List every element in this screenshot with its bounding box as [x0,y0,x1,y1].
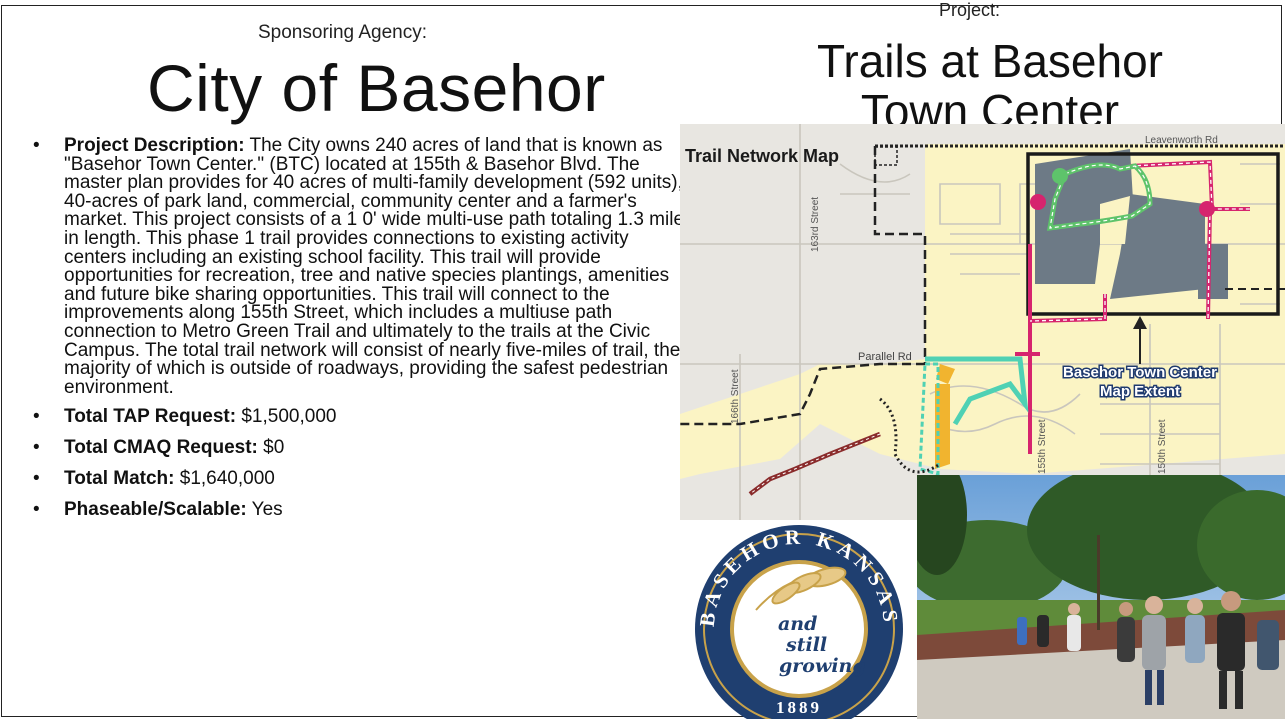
seal-motto-line2: still [785,634,827,656]
seal-motto-line3: growing [779,655,866,677]
bullet-total-match: Total Match: $1,640,000 [33,468,695,490]
bullet-text: The City owns 240 acres of land that is … [64,135,694,398]
bullet-project-description: Project Description: The City owns 240 a… [33,135,695,398]
bullet-label: Total Match: [64,468,175,490]
map-title-icon [874,146,898,166]
bullet-cmaq-request: Total CMAQ Request: $0 [33,437,695,459]
bullet-phaseable: Phaseable/Scalable: Yes [33,499,695,521]
bullet-text: $0 [257,437,285,459]
road-parallel: Parallel Rd [858,351,912,363]
map-title: Trail Network Map [685,146,839,166]
map-graphic: Trail Network Map Leavenworth Rd 163rd S… [680,124,1285,520]
sponsor-label: Sponsoring Agency: [258,22,428,43]
bullet-text: $1,640,000 [174,468,275,490]
seal-motto-line1: and [778,613,817,635]
road-166th: 166th Street [730,369,741,424]
seal-year: 1889 [776,698,822,717]
callout-line1: Basehor Town Center [1063,364,1217,381]
bullet-label: Phaseable/Scalable: [64,499,247,521]
bullet-tap-request: Total TAP Request: $1,500,000 [33,406,695,428]
project-name: Trails at Basehor Town Center [817,35,1163,137]
bullet-label: Total CMAQ Request: [64,437,258,459]
road-150th: 150th Street [1157,419,1168,474]
road-163rd: 163rd Street [810,197,821,252]
bullet-label: Total TAP Request: [64,406,237,428]
bullet-text: Yes [246,499,283,521]
bullet-list: Project Description: The City owns 240 a… [33,135,695,530]
seal-graphic: BASEHOR KANSAS and still growing 1889 [695,525,903,724]
walkers-photo [917,475,1285,719]
sponsor-name: City of Basehor [147,51,606,125]
city-seal: BASEHOR KANSAS and still growing 1889 [686,525,912,724]
road-155th: 155th Street [1037,419,1048,474]
road-leavenworth: Leavenworth Rd [1145,135,1218,146]
bullet-text: $1,500,000 [236,406,337,428]
trail-network-map: Trail Network Map Leavenworth Rd 163rd S… [680,124,1285,520]
callout-line2: Map Extent [1100,383,1180,400]
bullet-label: Project Description: [64,135,245,156]
photo-graphic [917,475,1285,719]
project-label: Project: [939,0,1001,20]
